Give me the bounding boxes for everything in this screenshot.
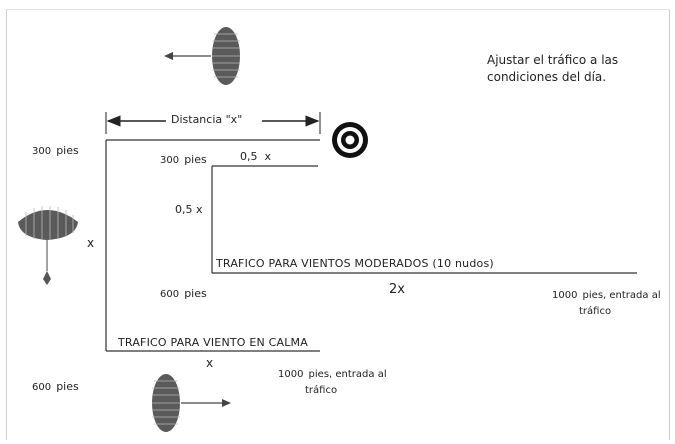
moderate-traffic-pattern xyxy=(211,165,637,274)
target-icon xyxy=(332,122,368,158)
diagram-frame xyxy=(6,9,670,440)
parachute-top-view-icon-top xyxy=(164,27,240,85)
calm-pattern-title: TRAFICO PARA VIENTO EN CALMA xyxy=(118,336,308,349)
moderate-altitude-300: 300 pies xyxy=(160,153,207,166)
calm-altitude-300: 300 pies xyxy=(32,144,79,157)
note-line-1: Ajustar el tráfico a las xyxy=(487,53,619,67)
calm-entry-label: 1000 pies, entrada al tráfico xyxy=(278,369,387,396)
parachute-side-view-icon xyxy=(18,206,78,285)
distance-dimension xyxy=(105,112,321,134)
note-line-2: condiciones del día. xyxy=(487,70,607,84)
note-text: Ajustar el tráfico a las condiciones del… xyxy=(487,52,637,86)
calm-altitude-600: 600 pies xyxy=(32,380,79,393)
calm-side-x: x xyxy=(87,236,95,250)
moderate-pattern-title: TRAFICO PARA VIENTOS MODERADOS (10 nudos… xyxy=(216,257,494,270)
moderate-bottom-2x: 2x xyxy=(389,282,405,297)
moderate-entry-label: 1000 pies, entrada al tráfico xyxy=(552,290,661,317)
calm-traffic-pattern xyxy=(105,139,320,352)
moderate-altitude-600: 600 pies xyxy=(160,287,207,300)
calm-bottom-x: x xyxy=(206,356,214,370)
distance-label: Distancia "x" xyxy=(171,113,243,126)
moderate-top-leg: 0,5 x xyxy=(240,150,272,163)
parachute-top-view-icon-bottom xyxy=(152,374,231,432)
moderate-side-leg: 0,5 x xyxy=(175,203,203,216)
